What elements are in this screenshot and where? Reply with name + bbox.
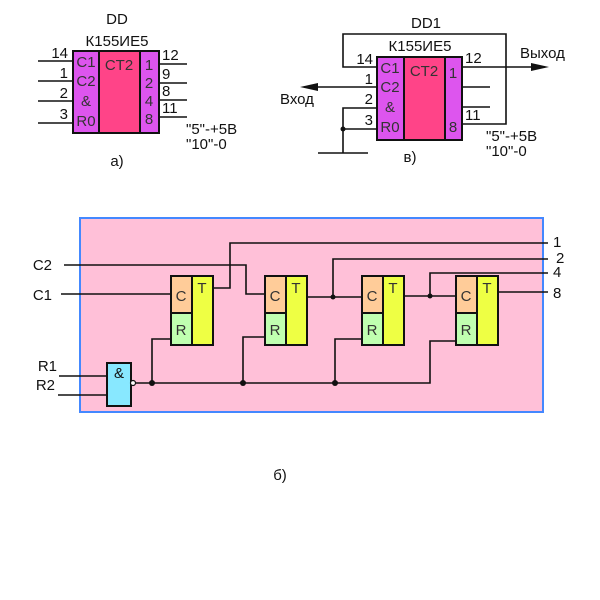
r-label: R: [461, 322, 472, 339]
pin-label: &: [81, 93, 91, 110]
pin-number: 11: [162, 100, 178, 117]
c-label: C: [461, 288, 472, 305]
caption: а): [110, 153, 123, 170]
output-label: 8: [553, 285, 561, 302]
chip-counter-section: [98, 50, 141, 134]
power-note: "5"-+5В: [486, 128, 537, 145]
inverter-bubble: [129, 379, 137, 387]
input-arrow-icon: [300, 83, 318, 91]
pin-label: 4: [145, 93, 153, 110]
r-label: R: [270, 322, 281, 339]
ground-note: "10"-0: [186, 136, 227, 153]
and-label: &: [114, 365, 124, 382]
pin-label: R0: [380, 119, 399, 136]
output-label: 2: [556, 250, 564, 267]
pin-label: 8: [449, 119, 457, 136]
junction-dot: [330, 294, 336, 300]
t-label: T: [482, 280, 491, 297]
c-label: C: [176, 288, 187, 305]
pin-label: 1: [145, 57, 153, 74]
t-label: T: [388, 280, 397, 297]
input-label: C2: [33, 257, 52, 274]
input-label: R1: [38, 358, 57, 375]
caption: в): [404, 149, 417, 166]
t-cell: [191, 275, 214, 346]
input-label: C1: [33, 287, 52, 304]
output-label: Выход: [520, 45, 565, 62]
chip-right-column: [139, 50, 160, 134]
t-flipflop-1: CR T: [170, 275, 214, 346]
part-number: К155ИЕ5: [389, 38, 452, 55]
junction-dot: [427, 293, 433, 299]
input-label: Вход: [280, 91, 314, 108]
junction-dot: [149, 380, 155, 386]
junction-dot: [340, 126, 346, 132]
pin-number: 14: [356, 51, 373, 68]
diagram-a: DD К155ИЕ5 CT2 14 1 2 3 C1 C2 & R0 1 2 4…: [38, 11, 237, 170]
t-flipflop-2: CR T: [264, 275, 308, 346]
r-label: R: [176, 322, 187, 339]
t-flipflop-4: CR T: [455, 275, 499, 346]
chip-counter-section: [403, 56, 446, 141]
part-number: К155ИЕ5: [86, 33, 149, 50]
output-label: 1: [553, 234, 561, 251]
designator: DD1: [411, 15, 441, 32]
chip-right-column: [444, 56, 463, 141]
ground-note: "10"-0: [486, 143, 527, 160]
pin-number: 12: [465, 50, 482, 67]
pin-number: 9: [162, 66, 170, 83]
designator: DD: [106, 11, 128, 28]
junction-dot: [240, 380, 246, 386]
junction-dot: [332, 380, 338, 386]
t-cell: [285, 275, 308, 346]
pin-number: 11: [465, 107, 481, 124]
pin-label: &: [385, 99, 395, 116]
pin-number: 2: [60, 85, 68, 102]
input-label: R2: [36, 377, 55, 394]
t-label: T: [197, 280, 206, 297]
caption: б): [273, 467, 287, 484]
t-cell: [476, 275, 499, 346]
pin-number: 8: [162, 83, 170, 100]
pin-number: 2: [365, 91, 373, 108]
c-label: C: [270, 288, 281, 305]
t-flipflop-3: CR T: [361, 275, 405, 346]
pin-label: C2: [76, 73, 95, 90]
output-arrow-icon: [531, 63, 549, 71]
t-label: T: [291, 280, 300, 297]
pin-label: C1: [76, 54, 95, 71]
pin-label: R0: [76, 113, 95, 130]
chip-left-column: [376, 56, 405, 141]
power-note: "5"-+5В: [186, 121, 237, 138]
output-label: 4: [553, 264, 561, 281]
pin-number: 3: [365, 112, 373, 129]
counter-label: CT2: [410, 63, 438, 80]
pin-label: 1: [449, 65, 457, 82]
pin-label: 2: [145, 75, 153, 92]
t-cell: [382, 275, 405, 346]
pin-label: C2: [380, 79, 399, 96]
pin-label: C1: [380, 60, 399, 77]
counter-label: CT2: [105, 57, 133, 74]
pin-number: 1: [365, 71, 373, 88]
pin-lines: [38, 60, 187, 124]
chip-left-column: [72, 50, 100, 134]
pin-number: 12: [162, 47, 179, 64]
pin-number: 3: [60, 106, 68, 123]
pin-number: 14: [51, 45, 68, 62]
diagram-v: DD1 К155ИЕ5 CT2 C1 C2 & R0 1 8 14 1 2 3 …: [280, 15, 565, 166]
r-label: R: [367, 322, 378, 339]
c-label: C: [367, 288, 378, 305]
pin-number: 1: [60, 65, 68, 82]
pin-label: 8: [145, 111, 153, 128]
